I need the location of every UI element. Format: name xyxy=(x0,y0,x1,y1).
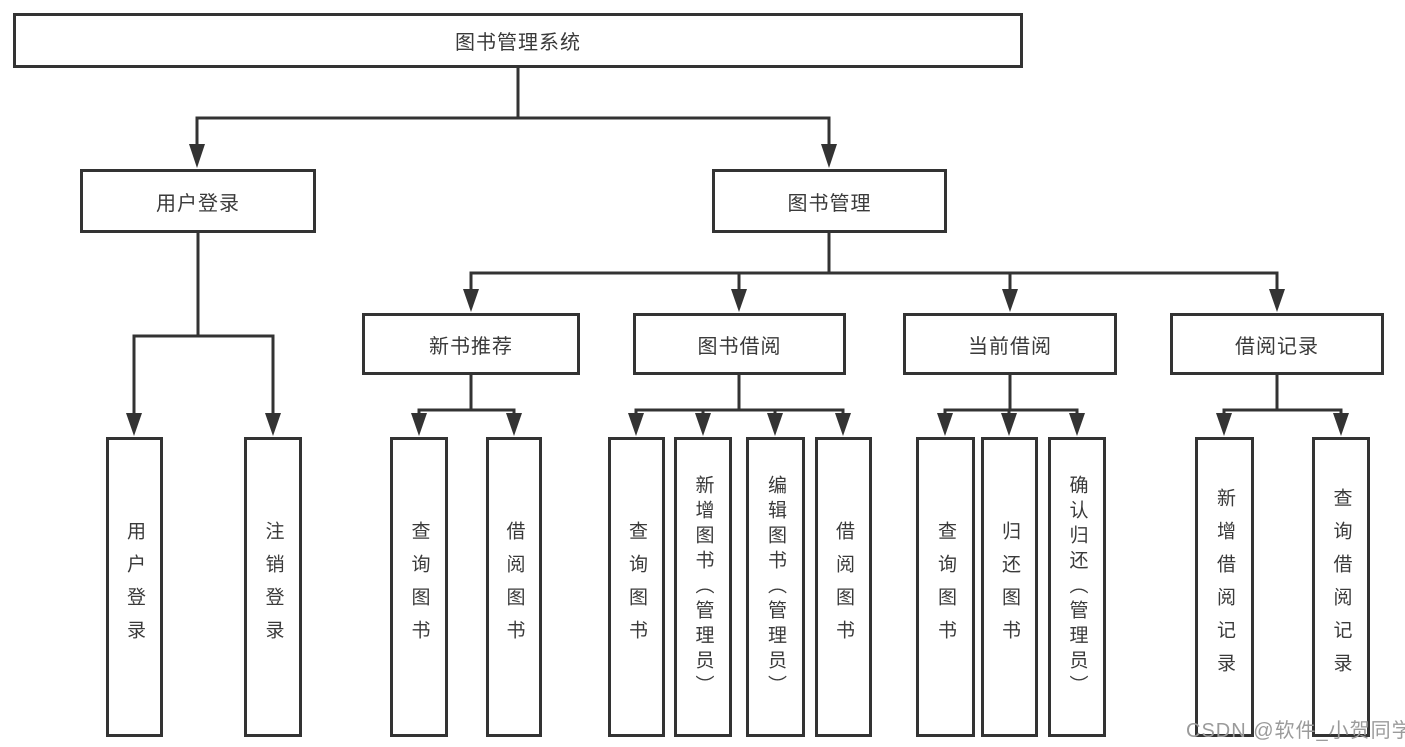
leaf-return-books-label: 归还图书 xyxy=(999,521,1020,653)
arrowhead-icon xyxy=(463,289,479,312)
arrowhead-icon xyxy=(506,413,522,436)
leaf-query-borrow-record: 查询借阅记录 xyxy=(1312,437,1370,737)
connector-book-management-children xyxy=(469,233,1279,291)
leaf-add-borrow-record: 新增借阅记录 xyxy=(1195,437,1254,737)
node-user-login-label: 用户登录 xyxy=(156,192,240,215)
leaf-edit-book-admin: 编辑图书（管理员） xyxy=(746,437,805,737)
arrowhead-icon xyxy=(767,413,783,436)
connector-borrow-records-children xyxy=(1222,375,1343,415)
arrowhead-icon xyxy=(1001,413,1017,436)
arrowhead-icon xyxy=(835,413,851,436)
leaf-query-books-recommend: 查询图书 xyxy=(390,437,448,737)
arrowhead-icon xyxy=(628,413,644,436)
arrowhead-icon xyxy=(126,413,142,436)
node-book-management-label: 图书管理 xyxy=(787,192,872,215)
arrowhead-icon xyxy=(1069,413,1085,436)
arrowhead-icon xyxy=(1216,413,1232,436)
node-book-borrow: 图书借阅 xyxy=(633,313,846,375)
leaf-borrow-books-label: 借阅图书 xyxy=(833,521,854,653)
leaf-query-books-borrow-label: 查询图书 xyxy=(626,521,647,653)
leaf-user-login: 用户登录 xyxy=(106,437,163,737)
node-new-book-recommend-label: 新书推荐 xyxy=(429,335,513,358)
arrowhead-icon xyxy=(1269,289,1285,312)
leaf-borrow-books: 借阅图书 xyxy=(815,437,872,737)
leaf-borrow-books-recommend: 借阅图书 xyxy=(486,437,542,737)
leaf-query-books-current: 查询图书 xyxy=(916,437,975,737)
arrowhead-icon xyxy=(265,413,281,436)
leaf-logout: 注销登录 xyxy=(244,437,302,737)
connector-current-borrow-children xyxy=(943,375,1079,415)
leaf-add-book-admin-label: 新增图书（管理员） xyxy=(692,474,714,700)
arrowhead-icon xyxy=(937,413,953,436)
leaf-logout-label: 注销登录 xyxy=(262,521,284,653)
arrowhead-icon xyxy=(189,144,205,168)
node-root: 图书管理系统 xyxy=(13,13,1023,68)
leaf-edit-book-admin-label: 编辑图书（管理员） xyxy=(765,474,786,700)
node-new-book-recommend: 新书推荐 xyxy=(362,313,580,375)
node-borrow-records: 借阅记录 xyxy=(1170,313,1384,375)
leaf-return-books: 归还图书 xyxy=(981,437,1038,737)
leaf-user-login-label: 用户登录 xyxy=(124,521,145,653)
leaf-confirm-return-admin-label: 确认归还（管理员） xyxy=(1066,474,1088,700)
leaf-confirm-return-admin: 确认归还（管理员） xyxy=(1048,437,1106,737)
arrowhead-icon xyxy=(731,289,747,312)
node-current-borrow-label: 当前借阅 xyxy=(968,335,1052,358)
node-borrow-records-label: 借阅记录 xyxy=(1235,335,1319,358)
arrowheads xyxy=(126,144,1349,436)
arrowhead-icon xyxy=(695,413,711,436)
arrowhead-icon xyxy=(411,413,427,436)
leaf-add-borrow-record-label: 新增借阅记录 xyxy=(1214,488,1235,686)
arrowhead-icon xyxy=(1002,289,1018,312)
leaf-query-books-borrow: 查询图书 xyxy=(608,437,665,737)
leaf-add-book-admin: 新增图书（管理员） xyxy=(674,437,732,737)
leaf-borrow-books-recommend-label: 借阅图书 xyxy=(503,521,525,653)
leaf-query-books-recommend-label: 查询图书 xyxy=(408,521,430,653)
connector-new-book-recommend-children xyxy=(417,375,516,415)
connector-user-login-children xyxy=(132,233,275,414)
arrowhead-icon xyxy=(1333,413,1349,436)
node-current-borrow: 当前借阅 xyxy=(903,313,1117,375)
connector-book-borrow-children xyxy=(634,375,845,415)
arrowhead-icon xyxy=(821,144,837,168)
csdn-watermark: CSDN @软件_小贺同学 xyxy=(1186,720,1405,742)
connector-root-to-level2 xyxy=(195,68,831,146)
node-root-label: 图书管理系统 xyxy=(455,32,581,54)
leaf-query-borrow-record-label: 查询借阅记录 xyxy=(1330,488,1352,686)
node-user-login: 用户登录 xyxy=(80,169,316,233)
node-book-borrow-label: 图书借阅 xyxy=(697,335,782,358)
leaf-query-books-current-label: 查询图书 xyxy=(935,521,956,653)
node-book-management: 图书管理 xyxy=(712,169,947,233)
